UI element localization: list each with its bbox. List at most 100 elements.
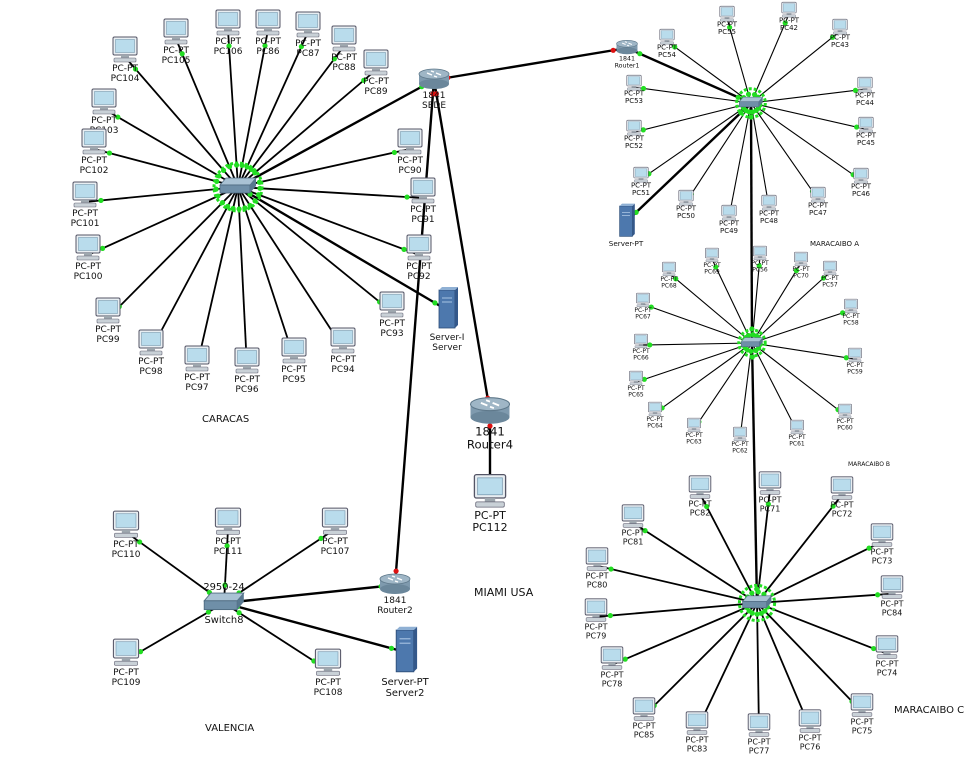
link-caracas-pc92[interactable] <box>237 186 420 256</box>
link-maracaibo_b-pc66[interactable] <box>640 342 753 346</box>
link-maracaibo_c-pc83[interactable] <box>696 602 758 731</box>
link-switch8-server2[interactable] <box>223 601 406 654</box>
link-caracas-pc90[interactable] <box>237 148 411 188</box>
link-switch_a-switch_b[interactable] <box>749 102 754 344</box>
link-maracaibo_c-pc79[interactable] <box>595 602 758 618</box>
link-switch_b-switch_c[interactable] <box>750 342 759 604</box>
link-maracaibo_b-pc68[interactable] <box>668 272 753 344</box>
link-sede-switch_caracas[interactable] <box>237 78 435 189</box>
server-maracaibo-a[interactable]: Server-PT <box>609 203 644 248</box>
link-maracaibo_b-pc69[interactable] <box>711 258 753 344</box>
link-maracaibo_a-pc53[interactable] <box>633 86 752 104</box>
link-caracas-pc97[interactable] <box>196 186 239 367</box>
link-maracaibo_b-pc67[interactable] <box>642 303 753 344</box>
switch-maracaibo-b[interactable] <box>740 337 764 347</box>
link-valencia-pc108[interactable] <box>223 602 329 671</box>
link-caracas-pc99[interactable] <box>107 186 239 319</box>
link-maracaibo_c-pc82[interactable] <box>699 493 758 604</box>
link-maracaibo_a-pc49[interactable] <box>728 102 752 218</box>
link-valencia-pc107[interactable] <box>223 528 336 604</box>
link-maracaibo_b-pc60[interactable] <box>751 342 846 416</box>
link-maracaibo_a-pc46[interactable] <box>750 102 862 181</box>
link-caracas-pc98[interactable] <box>150 186 239 351</box>
link-maracaibo_b-pc64[interactable] <box>654 342 753 414</box>
link-switch_a-server_a[interactable] <box>625 102 752 223</box>
link-maracaibo_a-pc54[interactable] <box>666 40 752 104</box>
link-maracaibo_c-pc84[interactable] <box>756 592 893 604</box>
link-caracas-pc91[interactable] <box>237 186 424 199</box>
link-sede-router4[interactable] <box>432 79 492 413</box>
link-caracas-pc105[interactable] <box>175 38 239 188</box>
link-caracas-pc106[interactable] <box>227 29 239 188</box>
link-caracas-pc93[interactable] <box>237 186 393 313</box>
link-maracaibo_c-pc74[interactable] <box>756 602 888 655</box>
link-maracaibo_b-pc57[interactable] <box>751 271 831 344</box>
link-sede-router2[interactable] <box>393 79 436 586</box>
link-maracaibo_c-pc71[interactable] <box>756 489 771 604</box>
link-maracaibo_a-pc45[interactable] <box>750 102 867 130</box>
link-maracaibo_a-pc48[interactable] <box>750 102 770 208</box>
link-caracas-pc87[interactable] <box>237 31 309 188</box>
link-maracaibo_b-pc65[interactable] <box>635 342 753 383</box>
link-maracaibo_b-pc58[interactable] <box>751 309 852 344</box>
link-maracaibo_b-pc62[interactable] <box>739 342 753 439</box>
link-caracas-pc86[interactable] <box>237 29 269 188</box>
link-maracaibo_b-pc63[interactable] <box>693 342 753 430</box>
link-maracaibo_c-pc85[interactable] <box>643 602 758 717</box>
link-maracaibo_a-pc43[interactable] <box>750 30 841 104</box>
switch-maracaibo-c[interactable] <box>741 595 773 609</box>
link-router1-switch_a[interactable] <box>626 46 752 105</box>
link-maracaibo_c-pc80[interactable] <box>596 564 758 604</box>
link-sede-router1[interactable] <box>433 46 628 82</box>
link-maracaibo_a-pc42[interactable] <box>750 13 790 104</box>
link-maracaibo_b-pc70[interactable] <box>751 262 802 344</box>
link-caracas-pc89[interactable] <box>237 69 377 188</box>
